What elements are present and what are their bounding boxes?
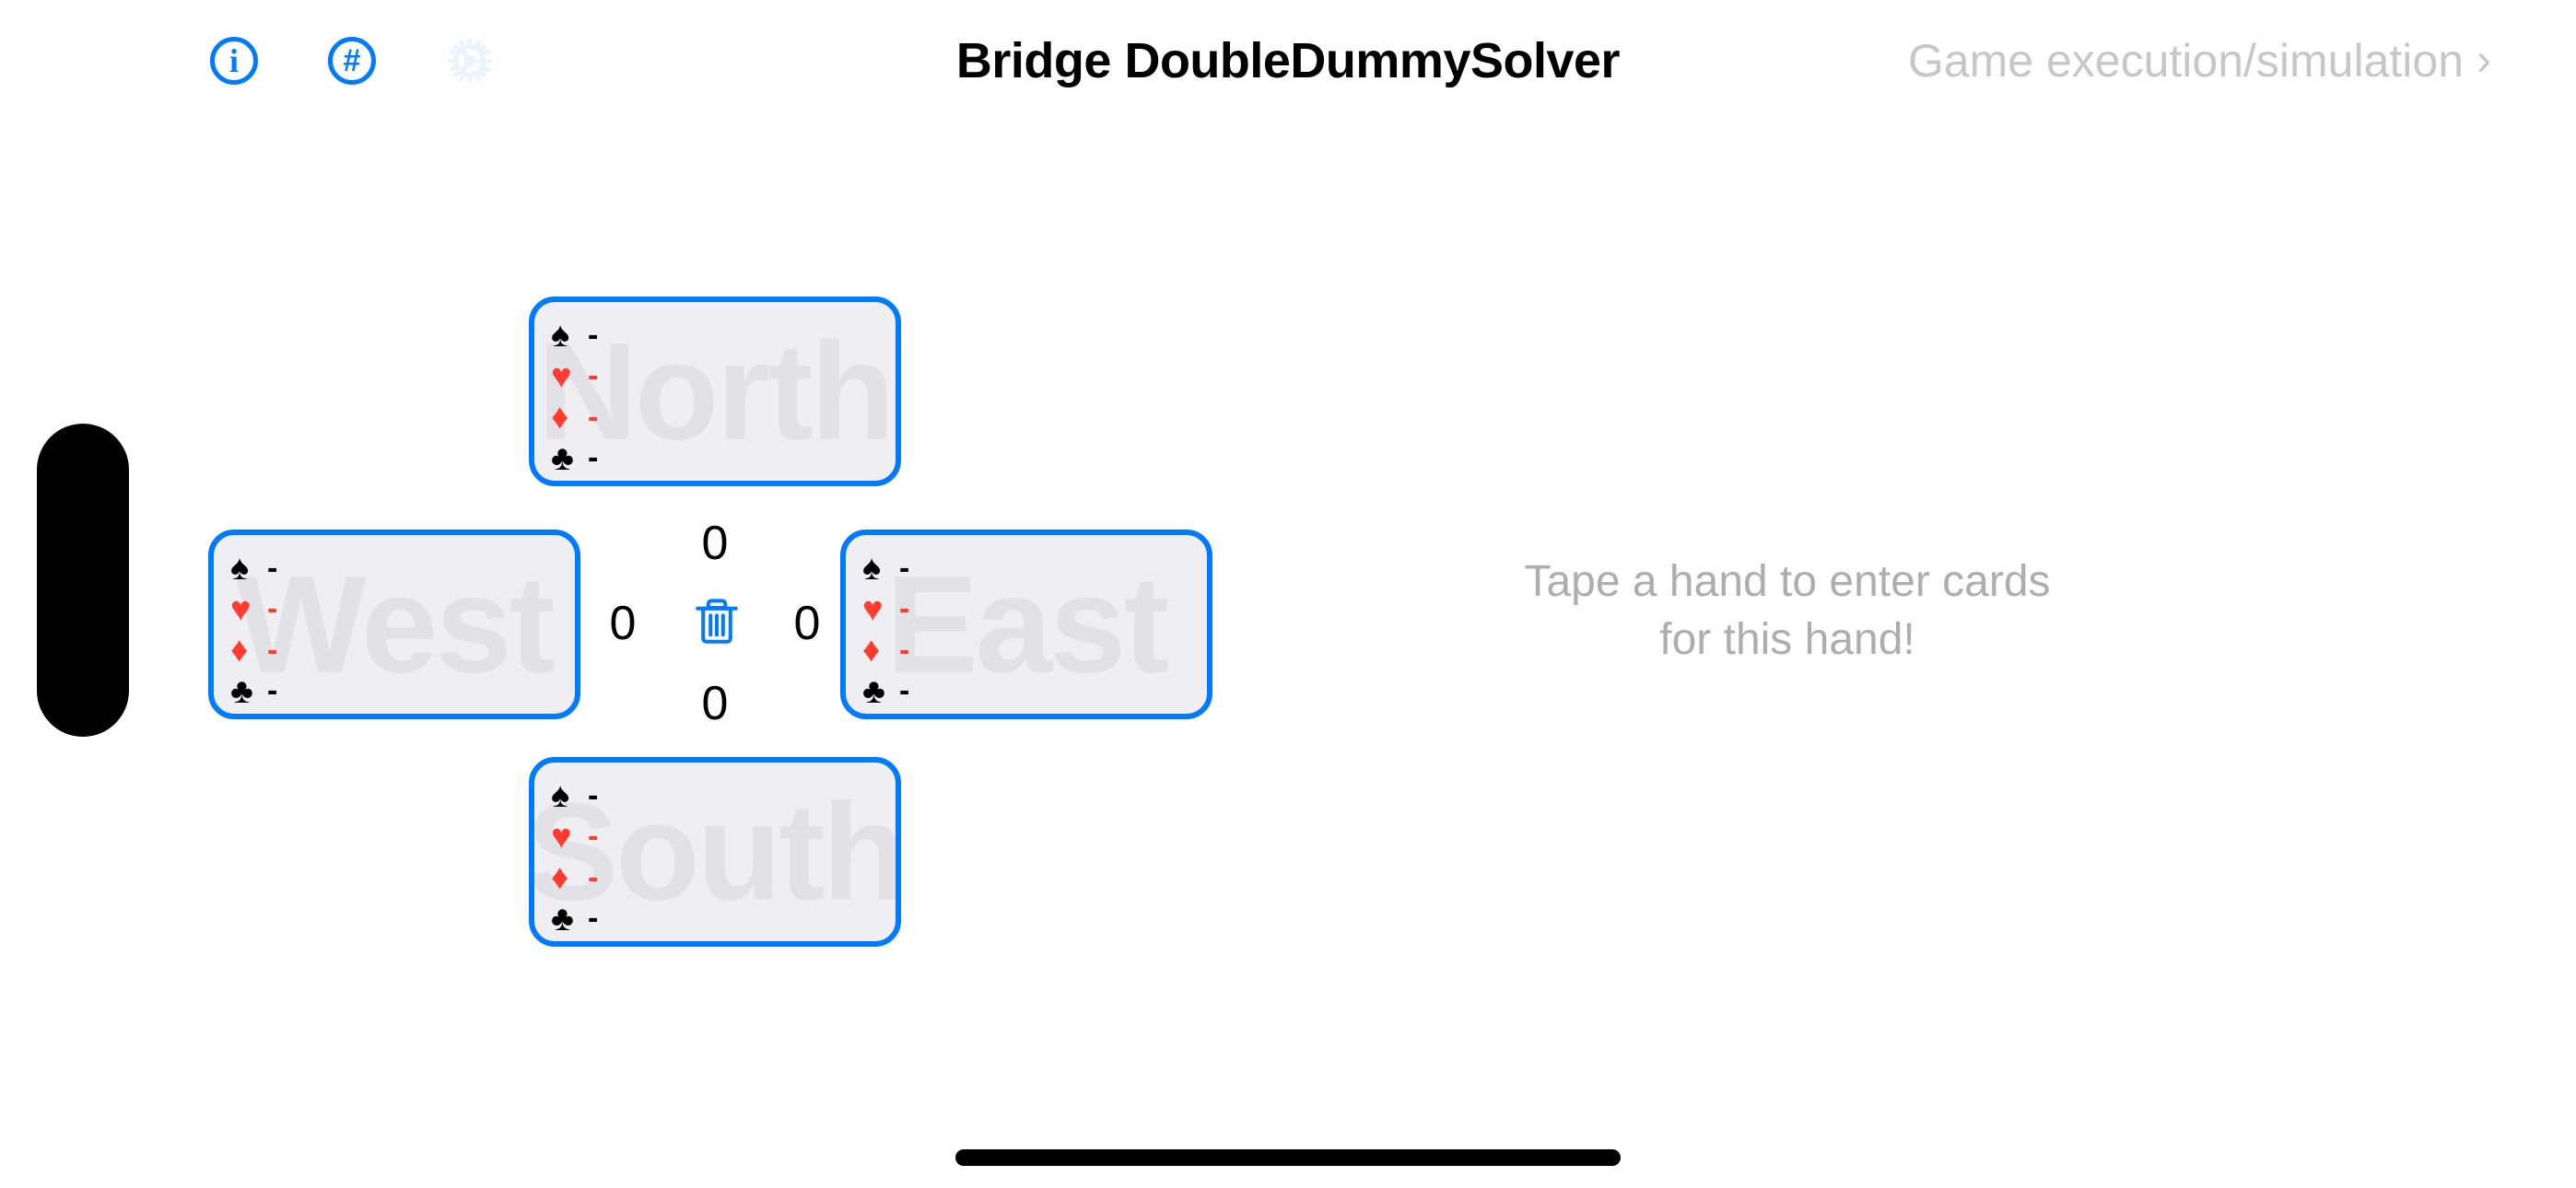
app-header: i # [0,0,2576,122]
hand-north-diamond-cards: - [588,399,601,435]
suit-row-club: ♣ - [551,440,892,477]
info-button[interactable]: i [205,31,263,90]
hand-south-heart-cards: - [588,819,601,855]
suit-row-diamond: ♦ - [862,632,1203,669]
hand-north-spade-cards: - [588,317,601,353]
suit-row-diamond: ♦ - [551,399,892,436]
suit-row-diamond: ♦ - [230,632,571,669]
hand-east-heart-cards: - [899,591,912,627]
gear-icon [448,39,492,83]
trick-count-west: 0 [609,597,637,650]
suit-row-diamond: ♦ - [551,859,892,896]
hand-south-spade-cards: - [588,777,601,813]
game-execution-link[interactable]: Game execution/simulation › [1908,31,2491,90]
bridge-board: North ♠ - ♥ - ♦ - ♣ - West ♠ [0,122,1520,1089]
suit-row-club: ♣ - [551,901,892,938]
hand-east-diamond-cards: - [899,632,912,668]
suit-row-spade: ♠ - [551,777,892,814]
heart-icon: ♥ [230,589,252,629]
spade-icon: ♠ [862,549,882,588]
hand-west-suits: ♠ - ♥ - ♦ - ♣ - [230,544,571,714]
hand-west-club-cards: - [267,673,280,709]
suit-row-spade: ♠ - [862,550,1203,587]
trick-count-east: 0 [793,597,821,650]
hint-line-1: Tape a hand to enter cards [1524,557,2051,606]
hash-button[interactable]: # [322,31,381,90]
hand-north-club-cards: - [588,440,601,476]
hand-east-club-cards: - [899,673,912,709]
home-indicator [955,1149,1621,1166]
chevron-right-icon: › [2476,36,2491,85]
club-icon: ♣ [230,671,253,711]
suit-row-club: ♣ - [230,673,571,710]
hand-west-spade-cards: - [267,550,280,586]
suit-row-heart: ♥ - [230,591,571,628]
hand-west-heart-cards: - [267,591,280,627]
hint-line-2: for this hand! [1659,615,1915,665]
hand-east-suits: ♠ - ♥ - ♦ - ♣ - [862,544,1203,714]
suit-row-spade: ♠ - [551,317,892,354]
hint-message: Tape a hand to enter cards for this hand… [1428,553,2147,670]
settings-button[interactable] [440,31,499,90]
hand-south-suits: ♠ - ♥ - ♦ - ♣ - [551,772,892,941]
suit-row-heart: ♥ - [551,358,892,395]
heart-icon: ♥ [551,817,572,856]
suit-row-heart: ♥ - [551,819,892,856]
trash-icon [696,599,738,644]
heart-icon: ♥ [862,589,884,629]
club-icon: ♣ [551,899,574,938]
hand-south-club-cards: - [588,901,601,937]
hand-west-diamond-cards: - [267,632,280,668]
hand-north-suits: ♠ - ♥ - ♦ - ♣ - [551,311,892,481]
diamond-icon: ♦ [551,858,569,898]
spade-icon: ♠ [230,549,250,588]
game-execution-label: Game execution/simulation [1907,35,2465,87]
hand-south[interactable]: South ♠ - ♥ - ♦ - ♣ - [529,757,901,947]
hand-south-diamond-cards: - [588,859,601,895]
diamond-icon: ♦ [230,631,249,670]
hand-east[interactable]: East ♠ - ♥ - ♦ - ♣ - [840,530,1212,719]
hash-icon: # [328,37,376,85]
club-icon: ♣ [862,671,885,711]
trick-count-north: 0 [701,517,729,570]
spade-icon: ♠ [551,316,570,355]
club-icon: ♣ [551,438,574,478]
diamond-icon: ♦ [862,631,881,670]
suit-row-heart: ♥ - [862,591,1203,628]
trick-counter-panel: 0 0 0 0 [608,517,822,730]
dynamic-island [37,424,129,737]
hand-north-heart-cards: - [588,358,601,394]
clear-board-button[interactable] [695,597,739,646]
suit-row-club: ♣ - [862,673,1203,710]
trick-count-south: 0 [701,677,729,730]
info-icon: i [210,37,258,85]
hand-north[interactable]: North ♠ - ♥ - ♦ - ♣ - [529,297,901,486]
spade-icon: ♠ [551,776,570,815]
hand-east-spade-cards: - [899,550,912,586]
heart-icon: ♥ [551,356,572,396]
hand-west[interactable]: West ♠ - ♥ - ♦ - ♣ - [208,530,580,719]
diamond-icon: ♦ [551,398,569,437]
suit-row-spade: ♠ - [230,550,571,587]
